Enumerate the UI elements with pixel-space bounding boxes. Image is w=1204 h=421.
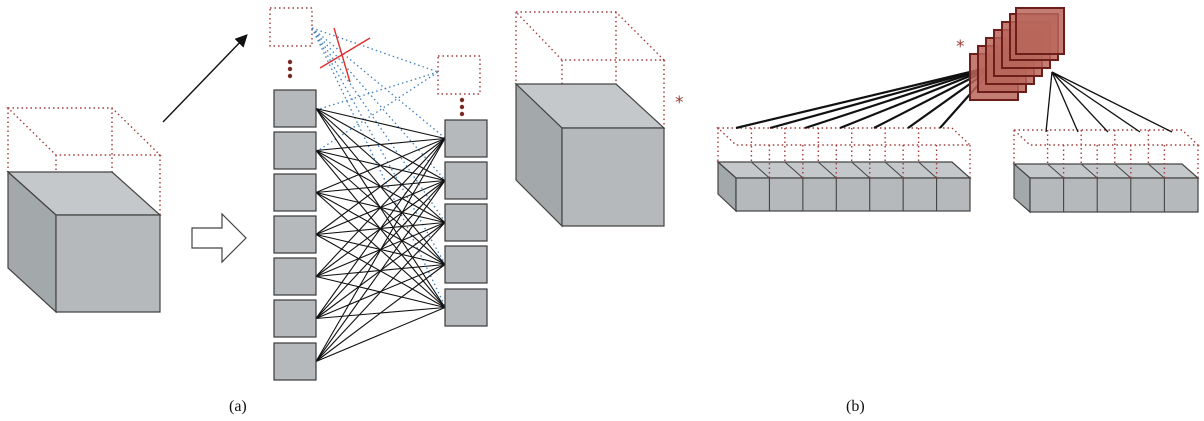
hidden-node [444, 119, 488, 158]
ellipsis-dots-right [459, 97, 465, 117]
ghost-neuron-right [437, 55, 481, 95]
ghost-neuron-left [269, 7, 313, 47]
input-node [273, 89, 317, 128]
hidden-layer-nodes [444, 119, 488, 327]
ellipsis-dots-left [287, 59, 293, 79]
input-node [273, 173, 317, 212]
asterisk-marker-b: * [956, 37, 965, 57]
hidden-node [444, 245, 488, 284]
conv-input-block-left [716, 127, 972, 213]
connections-right [1045, 71, 1173, 133]
hidden-node [444, 288, 488, 327]
output-volume-cube [514, 11, 666, 228]
input-node [273, 342, 317, 381]
hidden-node [444, 203, 488, 242]
filter-stack [969, 7, 1065, 101]
input-node [273, 215, 317, 254]
cross-out-icon [319, 27, 371, 83]
hidden-node [444, 161, 488, 200]
flow-arrow [162, 34, 248, 123]
input-volume-cube [6, 107, 162, 314]
asterisk-marker-a: * [675, 93, 684, 113]
input-node [273, 131, 317, 170]
caption-b: (b) [846, 398, 865, 415]
hollow-arrow-icon [191, 212, 247, 264]
input-node [273, 299, 317, 338]
panel-a: * (a) [6, 7, 684, 415]
full-connections [315, 107, 446, 363]
input-layer-nodes [273, 89, 317, 381]
conv-input-block-right [1012, 129, 1200, 214]
caption-a: (a) [229, 398, 247, 415]
panel-b: * (b) [716, 7, 1200, 415]
shared-weights-left [735, 64, 996, 130]
input-node [273, 257, 317, 296]
